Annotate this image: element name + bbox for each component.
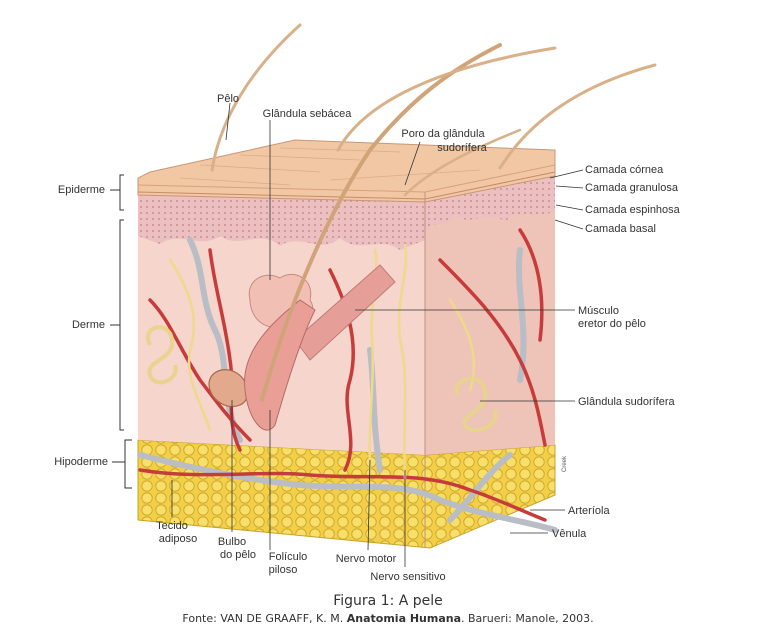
figure-caption-source: Fonte: VAN DE GRAAFF, K. M. Anatomia Hum… [0,612,776,625]
label-epiderme: Epiderme [58,184,105,196]
label-nervo-sensitivo: Nervo sensitivo [370,571,445,583]
source-book-title: Anatomia Humana [346,612,461,625]
arrector-pili-muscle [294,264,396,361]
label-arteriola: Arteríola [568,505,610,517]
skin-illustration: Pêlo Glândula sebácea Poro da glândula s… [54,23,681,583]
sweat-glands [146,325,498,432]
layer-brackets [110,174,132,489]
label-foliculo-1: Folículo [269,551,308,563]
figure-caption-title: Figura 1: A pele [333,593,443,609]
label-pelo: Pêlo [217,93,239,105]
label-camada-basal: Camada basal [585,223,656,235]
label-glandula-sudorifera: Glândula sudorífera [578,396,675,408]
label-musculo-2: eretor do pêlo [578,318,646,330]
dermis-side [425,192,555,455]
label-camada-granulosa: Camada granulosa [585,182,679,194]
label-nervo-motor: Nervo motor [336,553,397,565]
nerves [168,243,476,480]
label-glandula-sebacea: Glândula sebácea [263,108,353,120]
source-suffix: . Barueri: Manole, 2003. [461,612,594,625]
label-venula: Vênula [552,528,587,540]
label-hipoderme: Hipoderme [54,456,108,468]
source-prefix: Fonte: VAN DE GRAAFF, K. M. [182,612,347,625]
leader-lines [171,102,584,567]
label-poro-2: sudorífera [437,142,487,154]
label-poro-1: Poro da glândula [401,128,485,140]
label-camada-cornea: Camada córnea [585,164,664,176]
stratum-corneum [137,139,556,203]
label-bulbo-2: do pêlo [220,549,256,561]
label-credit: Creek [562,455,568,472]
spinous-layer [138,176,555,250]
label-foliculo-2: piloso [269,564,298,576]
label-derme: Derme [72,319,105,331]
label-camada-espinhosa: Camada espinhosa [585,204,681,216]
hair-shafts [210,23,657,402]
label-tecido-2: adiposo [159,533,198,545]
hypodermis-fat [137,439,556,549]
label-musculo-1: Músculo [578,305,619,317]
label-tecido-1: Tecido [156,520,188,532]
label-bulbo-1: Bulbo [218,536,246,548]
